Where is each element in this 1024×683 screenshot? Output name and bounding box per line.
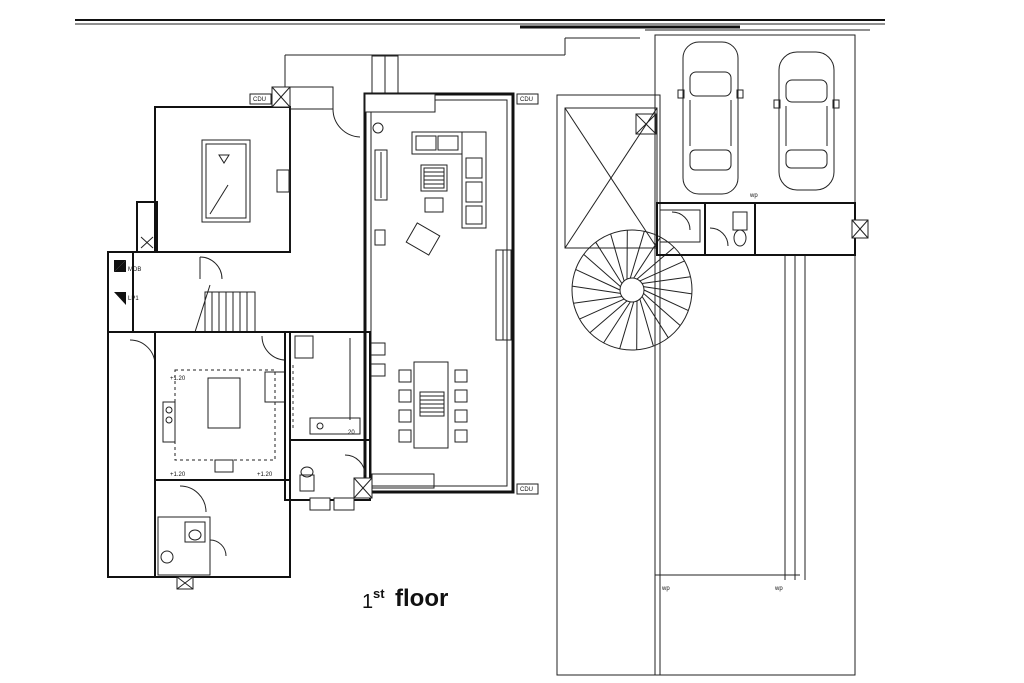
- stair-tread: [641, 296, 669, 339]
- kitchen: +1.20 +1.20 +1.20: [108, 331, 291, 481]
- cdu-tag-2: CDU: [516, 93, 539, 105]
- car-right: [773, 51, 840, 191]
- caption-word: floor: [395, 585, 448, 612]
- stair-tread: [579, 298, 625, 320]
- carport-and-driveway: wp wp wp: [556, 34, 856, 676]
- caption-number: 1: [362, 591, 373, 613]
- wp-label: wp: [774, 586, 783, 592]
- stair-tread: [589, 300, 628, 334]
- cdu-label: CDU: [520, 97, 533, 103]
- stair-tread: [575, 268, 621, 291]
- dining-set: [370, 342, 468, 449]
- lp1-label: LP1: [128, 296, 139, 302]
- maid-room: [107, 331, 291, 590]
- wp-label: wp: [749, 193, 758, 199]
- stair-tread: [643, 286, 692, 295]
- stair-tread: [595, 241, 623, 284]
- pantry-and-wc: 20: [284, 331, 373, 511]
- twenty-label: 20: [348, 430, 355, 436]
- stair-tread: [643, 289, 689, 312]
- stair-tread: [573, 296, 622, 304]
- stair-tread: [572, 285, 621, 294]
- site-boundary: [75, 19, 885, 31]
- sofa-set: [405, 131, 487, 256]
- hall-and-stairs: MDB LP1: [107, 251, 290, 333]
- cdu-tag-1: CDU: [249, 93, 272, 105]
- cdu-label: CDU: [253, 97, 266, 103]
- stair-tread: [619, 301, 635, 349]
- stair-tread: [639, 260, 685, 282]
- stair-tread: [610, 233, 625, 282]
- stair-tread: [633, 236, 661, 279]
- floor-caption: 1 st floor: [362, 585, 448, 613]
- stair-tread: [642, 276, 691, 284]
- stair-tread: [643, 293, 681, 326]
- level-label: +1.20: [170, 472, 186, 478]
- level-label: +1.20: [170, 376, 186, 382]
- stair-tread: [629, 231, 645, 279]
- mdb-label: MDB: [128, 267, 141, 273]
- spiral-staircase: [571, 229, 693, 351]
- game-room: [136, 86, 361, 253]
- car-left: [677, 41, 744, 195]
- cdu-label: CDU: [520, 487, 533, 493]
- caption-superscript: st: [373, 586, 385, 601]
- garage-bath: [656, 202, 869, 256]
- living-dining-room: [363, 92, 515, 494]
- stair-tread: [603, 301, 631, 344]
- stair-tread: [636, 246, 675, 280]
- stair-tread: [583, 254, 621, 287]
- staircase: [194, 284, 256, 333]
- entry-passage: [284, 37, 640, 100]
- stair-tread: [639, 298, 654, 347]
- level-label: +1.20: [257, 472, 273, 478]
- wp-label: wp: [661, 586, 670, 592]
- cdu-tag-3: CDU: [516, 483, 539, 495]
